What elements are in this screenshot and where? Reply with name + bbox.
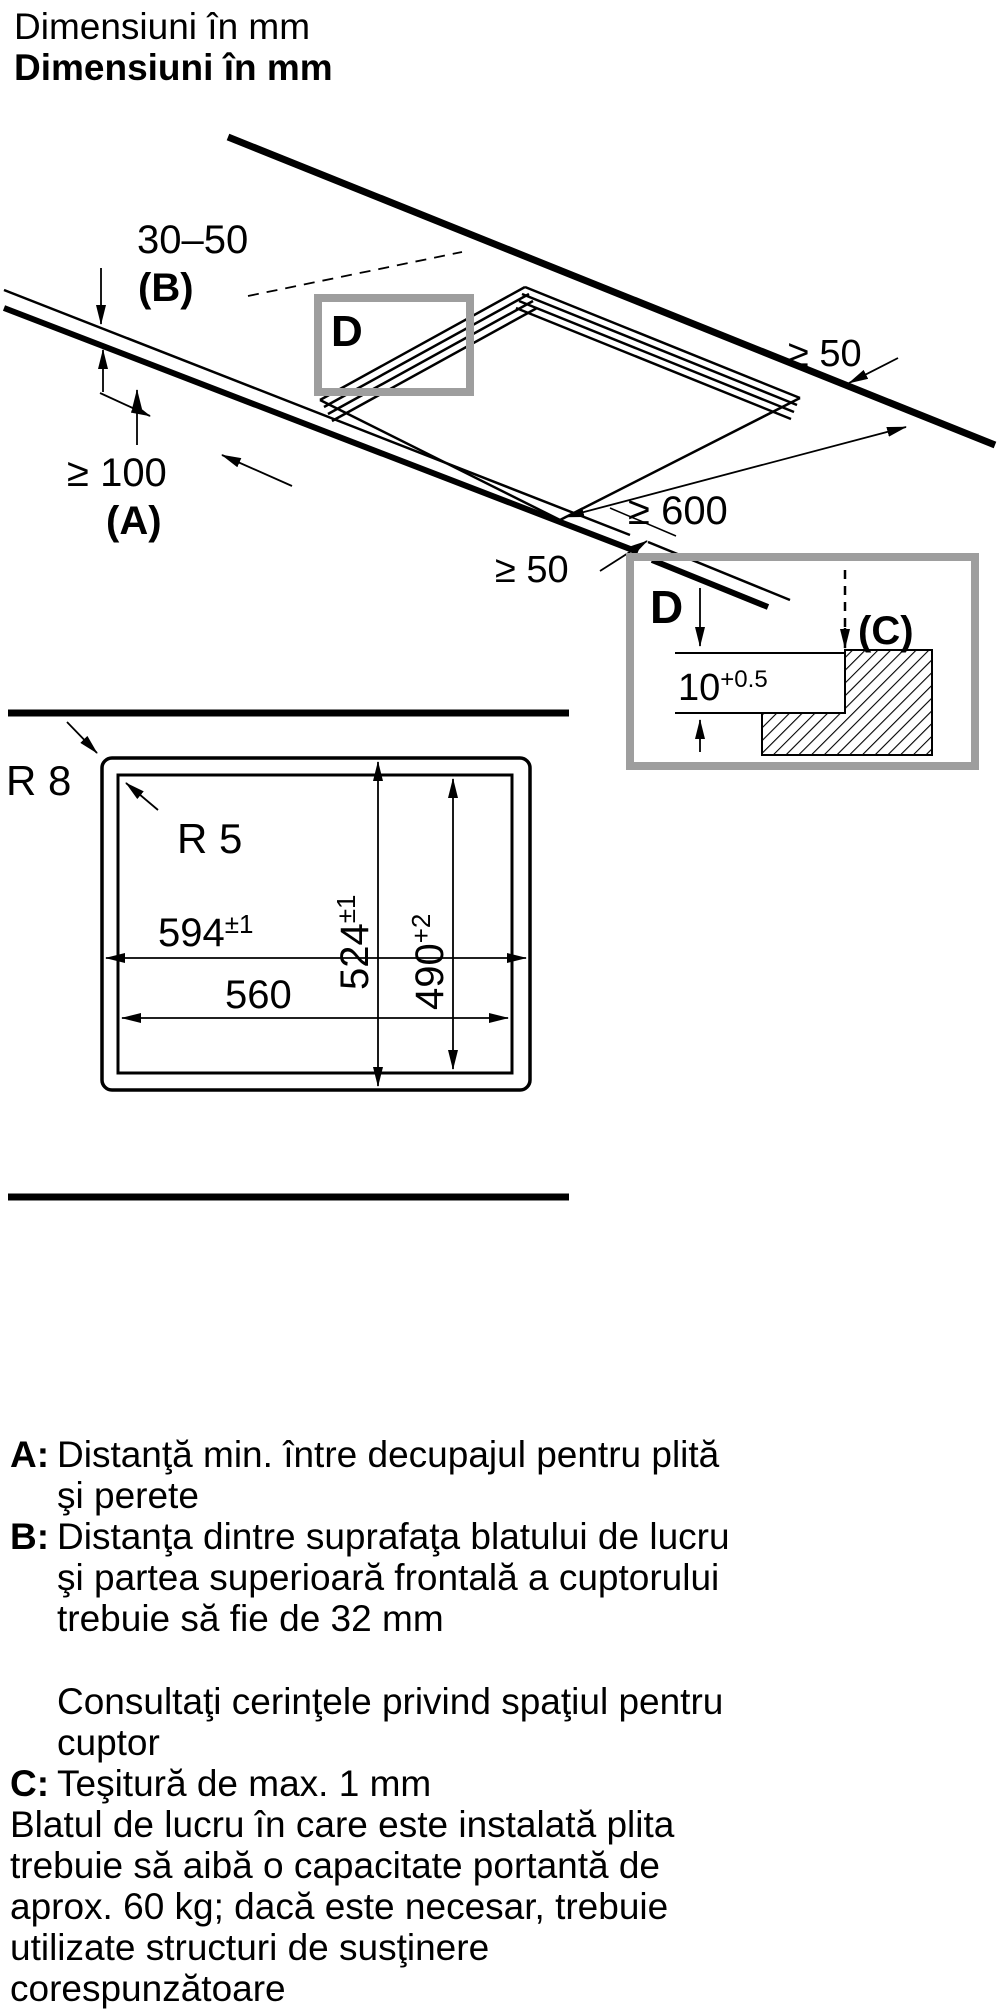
detail-d-label: D [650,581,683,633]
note-line: aprox. 60 kg; dacă este necesar, trebuie [10,1886,669,1927]
radius-inner-label: R 5 [177,815,242,862]
detail-d-section: D (C) 10+0.5 [626,553,979,770]
dim-600-arrow [564,426,907,518]
installation-notes: A:Distanţă min. între decupajul pentru p… [10,1434,990,2009]
note-line: Consultaţi cerinţele privind spaţiul pen… [57,1681,724,1722]
note-line: utilizate structuri de susţinere [10,1927,490,1968]
r5-arrow [125,782,159,811]
dim-600-label: ≥ 600 [628,489,728,533]
dim-b-value-label: 30–50 [137,218,248,262]
dim-50-front-extension [609,507,677,537]
dim-594-label: 594±1 [158,909,253,955]
note-line: corespunzătoare [10,1968,286,2009]
dim-b-letter-label: (B) [138,266,194,310]
dim-560-label: 560 [225,973,292,1017]
cutout-outline-rect [116,773,514,1075]
note-line: şi partea superioară frontală a cuptorul… [57,1557,720,1598]
detail-d-callout-label: D [331,307,363,356]
worktop-front-edge-thin-cont [647,540,791,602]
worktop-isometric-diagram [2,133,997,610]
dim-a-letter-label: (A) [106,499,162,543]
step-depth-label: 10+0.5 [678,666,768,709]
page-title: Dimensiuni în mm Dimensiuni în mm [14,6,333,88]
hidden-edge-dashed-line [247,251,463,297]
note-line: trebuie să aibă o capacitate portantă de [10,1845,661,1886]
top-diagram-labels: D 30–50 (B) ≥ 100 (A) ≥ 50 ≥ 600 ≥ 50 [67,218,862,591]
note-line: C:Teşitură de max. 1 mm [10,1763,432,1804]
note-line: şi perete [57,1475,199,1516]
worktop-front-edge-thick [2,305,640,555]
cutout-diagram-labels: R 8 R 5 594±1 560 524±1 490+2 [6,757,452,1017]
cutout-topview-diagram [8,709,569,1201]
dim-50-front-label: ≥ 50 [495,549,569,591]
dimension-arrows [96,268,907,572]
worktop-front-edge-thin [3,288,631,537]
appliance-outline-rect [100,756,532,1092]
note-line: Blatul de lucru în care este instalată p… [10,1804,675,1845]
note-label-a: A: [10,1434,50,1475]
title-bold: Dimensiuni în mm [14,47,333,88]
note-label-b: B: [10,1516,50,1557]
r8-arrow [66,721,98,754]
installation-diagrams: D 30–50 (B) ≥ 100 (A) ≥ 50 ≥ 600 ≥ 50 R … [2,133,997,1201]
detail-d-border [626,553,979,770]
worktop-section-hatched [761,649,933,756]
wall-edge-line [226,133,997,449]
note-line: cuptor [57,1722,160,1763]
dim-50-top-right-arrow [848,357,899,384]
dim-50-front-arrow [599,540,648,572]
cutout-opening-edges [319,285,801,522]
dim-a-arrow-lower [221,454,293,487]
note-label-c: C: [10,1763,50,1804]
detail-d-callout-box [314,294,474,396]
note-line: trebuie să fie de 32 mm [57,1598,444,1639]
dim-a-value-label: ≥ 100 [67,451,167,495]
note-line: B:Distanţa dintre suprafaţa blatului de … [10,1516,730,1557]
chamfer-c-label: (C) [858,609,914,653]
dim-a-arrow-upper [99,392,151,417]
title-regular: Dimensiuni în mm [14,6,311,47]
note-line: A:Distanţă min. între decupajul pentru p… [10,1434,720,1475]
worktop-front-edge-thick-cont [650,557,770,610]
dim-524-label: 524±1 [331,895,377,990]
dim-50-top-right-label: ≥ 50 [788,333,862,375]
cutout-dimension-lines [66,721,527,1087]
dim-490-label: 490+2 [406,914,452,1010]
radius-outer-label: R 8 [6,757,71,804]
